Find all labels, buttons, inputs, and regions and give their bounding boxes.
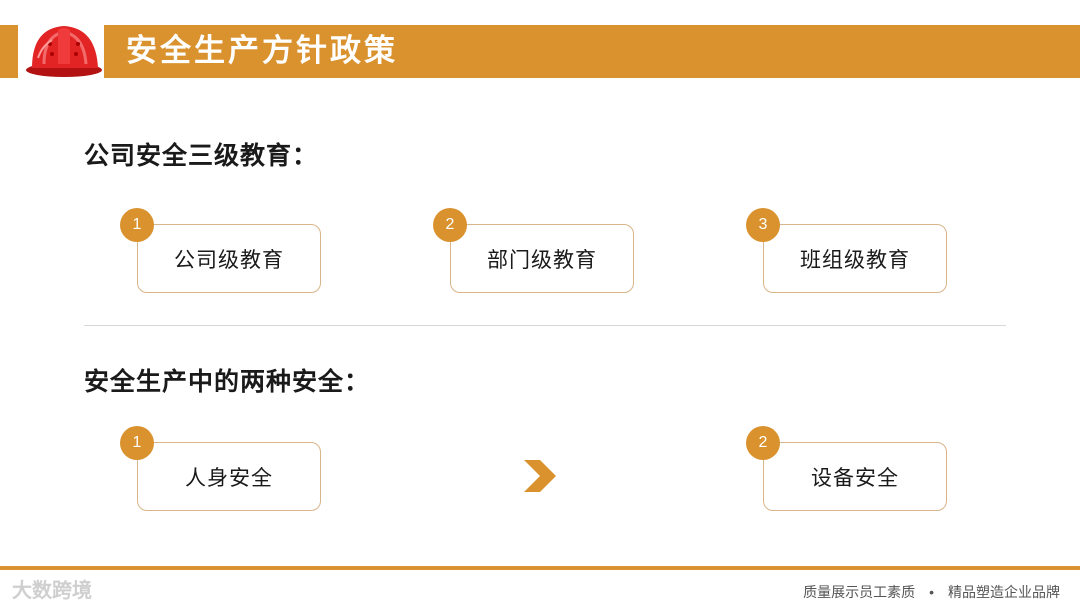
- helmet-icon: [26, 26, 102, 77]
- chevron-right-icon: [524, 460, 556, 492]
- number-badge: 2: [746, 426, 780, 460]
- page-title: 安全生产方针政策: [126, 33, 398, 69]
- section-title-two-safeties: 安全生产中的两种安全：: [84, 367, 371, 396]
- footer-line: [0, 566, 1080, 570]
- card-equipment-safety: 设备安全: [763, 442, 947, 511]
- footer-slogan-left: 质量展示员工素质: [803, 584, 916, 600]
- card-team-education: 班组级教育: [763, 224, 947, 293]
- card-department-education: 部门级教育: [450, 224, 634, 293]
- card-personal-safety: 人身安全: [137, 442, 321, 511]
- number-badge: 1: [120, 208, 154, 242]
- header-left-stripe: [0, 25, 18, 78]
- card-label: 人身安全: [185, 465, 273, 490]
- section-divider: [84, 325, 1006, 326]
- watermark-logo: 大数跨境: [12, 580, 92, 602]
- card-label: 班组级教育: [800, 247, 910, 272]
- card-label: 部门级教育: [487, 247, 597, 272]
- card-label: 公司级教育: [174, 247, 284, 272]
- number-badge: 2: [433, 208, 467, 242]
- section-title-education: 公司安全三级教育：: [84, 141, 319, 170]
- card-label: 设备安全: [811, 465, 899, 490]
- footer-separator: •: [929, 584, 934, 600]
- card-company-education: 公司级教育: [137, 224, 321, 293]
- header-bar: [0, 25, 1080, 78]
- number-badge: 1: [120, 426, 154, 460]
- footer-slogan-right: 精品塑造企业品牌: [948, 584, 1060, 600]
- number-badge: 3: [746, 208, 780, 242]
- footer-slogan: 质量展示员工素质 • 精品塑造企业品牌: [803, 582, 1060, 602]
